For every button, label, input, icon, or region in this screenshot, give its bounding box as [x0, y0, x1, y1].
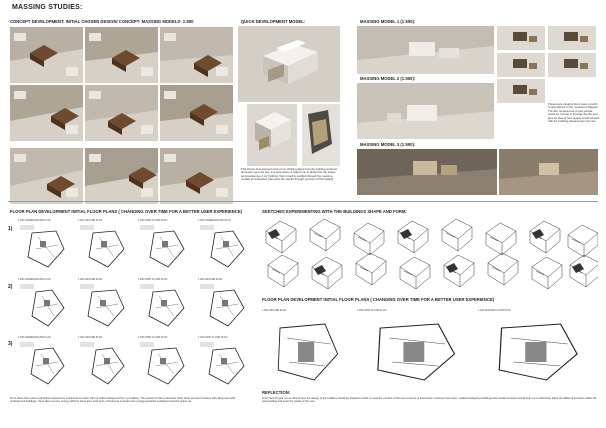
reflection-heading: REFLECTION:: [262, 390, 291, 395]
massing3-heading: MASSING MODEL 3 (1:500):: [360, 142, 416, 147]
concept-model-photo: [85, 27, 158, 83]
plan-label: 1:200 GROUND PLAN: [262, 309, 287, 312]
massing2-heading: MASSING MODEL 2 (1:500):: [360, 76, 416, 81]
quick-model-photo-bottom-left: [247, 104, 297, 166]
plan-label: 1:200 UNDERGROUND PLAN: [18, 278, 51, 281]
massing-option-photo: [497, 79, 545, 103]
massing2-photo: [357, 83, 494, 139]
plan-label: 1:200 FIRST FLOOR PLAN: [357, 309, 387, 312]
plan-label: 1:200 UNDERGROUND PLAN: [198, 219, 231, 222]
massing1-photo: [357, 26, 494, 74]
quick-model-photo-top: [238, 26, 340, 102]
floor-plan-drawing: [138, 340, 190, 388]
floor-plan-drawing: [78, 340, 130, 388]
floor-plan-drawing: [138, 282, 190, 330]
floor-plan-drawing: [198, 282, 250, 330]
row-number-2: 2): [8, 284, 13, 290]
sketches-area: [258, 215, 598, 289]
massing-option-photo: [497, 26, 545, 50]
reflection-text: From here I'll give me an idea of how th…: [262, 397, 597, 404]
plan-label: 1:200 UNDERGROUND PLAN: [18, 336, 51, 339]
page-title: MASSING STUDIES:: [12, 4, 83, 11]
massing-option-photo: [548, 26, 596, 50]
concept-model-photo: [85, 85, 158, 141]
quick-model-heading: QUICK DEVELOPMENT MODEL:: [241, 19, 306, 24]
concept-model-photo: [10, 148, 83, 204]
concept-model-photo: [160, 148, 233, 204]
floor-plan-drawing: [18, 223, 70, 271]
floor-plan-drawing: [478, 314, 596, 386]
floor-plan-drawing: [262, 314, 352, 386]
plans-bottom-description: From these floor plans and further resea…: [10, 397, 236, 404]
row-number-3: 3): [8, 341, 13, 347]
plan-label: 1:200 GROUND PLAN: [198, 278, 223, 281]
floor-plan-drawing: [198, 223, 250, 271]
plan-label: 1:200 UNDERGROUND PLAN: [18, 219, 51, 222]
massing3-photo-left: [357, 149, 497, 195]
row-number-1: 1): [8, 226, 13, 232]
concept-model-photo: [10, 85, 83, 141]
plan-label: 1:200 GROUND PLAN: [78, 219, 103, 222]
floor-plan-drawing: [357, 314, 473, 386]
massing1-heading: MASSING MODEL 1 (1:500):: [360, 19, 416, 24]
floor-plan-drawing: [198, 340, 250, 388]
floor-plan-drawing: [78, 282, 130, 330]
plan-label: 1:200 GROUND PLAN: [78, 278, 103, 281]
massing3-photo-right: [499, 149, 598, 195]
sketches-heading: SKETCHES EXPERIMENTING WITH THE BUILDING…: [262, 209, 407, 214]
concept-model-photo: [10, 27, 83, 83]
quick-model-photo-bottom-right: [302, 104, 340, 166]
plan-label: 1:200 SECOND FLOOR PLAN: [478, 309, 511, 312]
massing-option-photo: [497, 53, 545, 77]
concept-model-photo: [160, 27, 233, 83]
floor-plan-drawing: [18, 340, 70, 388]
floorplan-dev-heading: FLOOR PLAN DEVELOPMENT INITIAL FLOOR PLA…: [10, 209, 243, 214]
plan-label: 1:200 FIRST FLOOR PLAN: [138, 219, 168, 222]
massing-side-description: These were designs that I came up with i…: [548, 102, 600, 124]
plan-label: 1:200 FIRST FLOOR PLAN: [138, 336, 168, 339]
concept-heading: CONCEPT DEVELOPMENT: INITIAL CHOSEN DESI…: [10, 19, 194, 24]
concept-model-photo: [85, 148, 158, 204]
plan-label: 1:200 FIRST FLOOR PLAN: [198, 336, 228, 339]
quick-model-description: This shows development work of me thinki…: [241, 167, 338, 182]
horizontal-divider: [8, 201, 598, 202]
plan-label: 1:200 FIRST FLOOR PLAN: [138, 278, 168, 281]
massing-option-photo: [548, 53, 596, 77]
floor-plan-drawing: [18, 282, 70, 330]
concept-model-photo: [160, 85, 233, 141]
floor-plan-drawing: [138, 223, 190, 271]
floor-plan-drawing: [78, 223, 130, 271]
floorplan-dev2-heading: FLOOR PLAN DEVELOPMENT INITIAL FLOOR PLA…: [262, 297, 495, 302]
plan-label: 1:200 GROUND PLAN: [78, 336, 103, 339]
